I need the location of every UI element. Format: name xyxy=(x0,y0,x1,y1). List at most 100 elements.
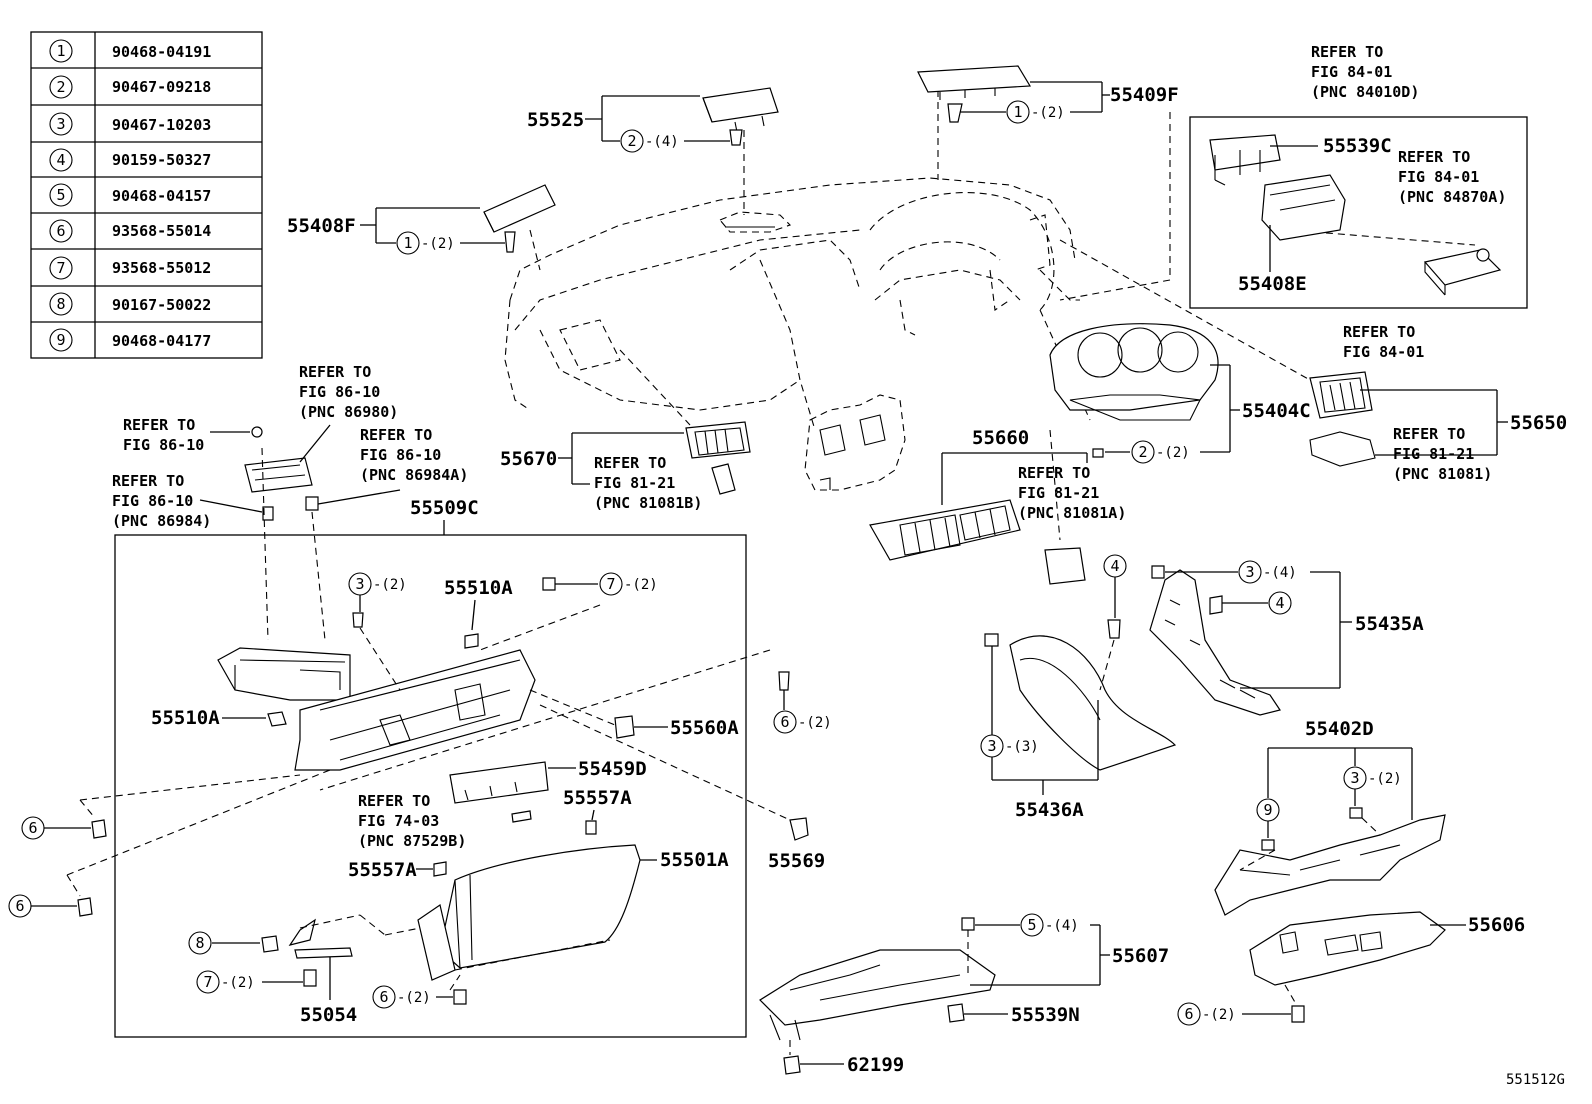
callout-number: 4 xyxy=(1275,594,1284,612)
table-part-number: 90467-10203 xyxy=(112,116,211,134)
refer-84010D: REFER TO FIG 84-01 (PNC 84010D) xyxy=(1189,43,1528,309)
leader-lines-dashed xyxy=(529,90,1476,541)
refer-line: REFER TO xyxy=(299,363,371,381)
refer-86984: REFER TO FIG 86-10 (PNC 86984) xyxy=(112,472,274,530)
refer-line: REFER TO xyxy=(594,454,666,472)
part-55435A: 3 -(4) 55435A 4 xyxy=(1149,560,1424,716)
table-part-number: 90468-04157 xyxy=(112,187,211,205)
table-part-number: 90468-04191 xyxy=(112,43,211,61)
part-55436A: 55436A 3 -(3) 4 xyxy=(980,554,1177,821)
label-55409F: 55409F xyxy=(1110,84,1179,106)
refer-line: REFER TO xyxy=(360,426,432,444)
callout-qty: -(4) xyxy=(1263,565,1297,581)
part-55404C: 55404C 2 -(2) xyxy=(1049,323,1311,464)
table-part-number: 90167-50022 xyxy=(112,296,211,314)
refer-line: FIG 74-03 xyxy=(358,812,439,830)
refer-line: FIG 84-01 xyxy=(1398,168,1479,186)
refer-line: (PNC 84010D) xyxy=(1311,83,1419,101)
label-55501A: 55501A xyxy=(660,849,729,871)
callout-number: 3 xyxy=(1245,563,1254,581)
refer-line: REFER TO xyxy=(1018,464,1090,482)
label-55402D: 55402D xyxy=(1305,718,1374,740)
refer-line: FIG 86-10 xyxy=(299,383,380,401)
table-part-number: 93568-55012 xyxy=(112,259,211,277)
label-55054: 55054 xyxy=(300,1004,357,1026)
refer-line: (PNC 81081A) xyxy=(1018,504,1126,522)
label-55560A: 55560A xyxy=(670,717,739,739)
refer-line: (PNC 86984A) xyxy=(360,466,468,484)
callout-qty: -(2) xyxy=(397,990,431,1006)
table-callout-number: 9 xyxy=(56,331,65,349)
label-55606: 55606 xyxy=(1468,914,1525,936)
callout-number: 7 xyxy=(203,973,212,991)
refer-line: (PNC 86984) xyxy=(112,512,211,530)
callout-number: 6 xyxy=(1184,1005,1193,1023)
label-55408E: 55408E xyxy=(1238,273,1307,295)
table-row: 6 93568-55014 xyxy=(49,219,211,243)
callout-qty: -(2) xyxy=(221,975,255,991)
refer-86984A: REFER TO FIG 86-10 (PNC 86984A) xyxy=(305,426,468,511)
label-55510A-top: 55510A xyxy=(444,577,513,599)
refer-8610: REFER TO FIG 86-10 xyxy=(123,416,263,454)
callout-number: 6 xyxy=(379,988,388,1006)
table-callout-number: 6 xyxy=(56,222,65,240)
label-55660: 55660 xyxy=(972,427,1029,449)
label-55557A-right: 55557A xyxy=(563,787,632,809)
callout-number: 1 xyxy=(1013,103,1022,121)
refer-line: (PNC 81081B) xyxy=(594,494,702,512)
part-55525: 55525 2 -(4) xyxy=(527,87,779,153)
part-55539C: 55539C xyxy=(1209,134,1392,186)
refer-line: FIG 81-21 xyxy=(1393,445,1474,463)
refer-86980: REFER TO FIG 86-10 (PNC 86980) xyxy=(244,363,398,493)
callout-qty: -(2) xyxy=(1156,445,1190,461)
label-55569: 55569 xyxy=(768,850,825,872)
label-55509C: 55509C xyxy=(410,497,479,519)
label-55459D: 55459D xyxy=(578,758,647,780)
label-55539N: 55539N xyxy=(1011,1004,1080,1026)
refer-84870A: REFER TO FIG 84-01 (PNC 84870A) xyxy=(1398,148,1506,296)
refer-line: FIG 81-21 xyxy=(594,474,675,492)
label-55607: 55607 xyxy=(1112,945,1169,967)
label-55539C: 55539C xyxy=(1323,135,1392,157)
table-row: 5 90468-04157 xyxy=(49,183,211,207)
table-callout-number: 8 xyxy=(56,295,65,313)
callout-number: 3 xyxy=(987,737,996,755)
callout-qty: -(2) xyxy=(624,577,658,593)
table-callout-number: 1 xyxy=(56,42,65,60)
table-callout-number: 5 xyxy=(56,186,65,204)
callout-qty: -(4) xyxy=(645,134,679,150)
refer-line: FIG 84-01 xyxy=(1311,63,1392,81)
refer-line: FIG 86-10 xyxy=(360,446,441,464)
label-62199: 62199 xyxy=(847,1054,904,1076)
refer-line: REFER TO xyxy=(1398,148,1470,166)
refer-line: REFER TO xyxy=(123,416,195,434)
part-55409F: 55409F 1 -(2) xyxy=(917,65,1179,124)
part-55408E: 55408E xyxy=(1238,174,1346,295)
callout-qty: -(2) xyxy=(1031,105,1065,121)
part-55660: 55660 REFER TO FIG 81-21 (PNC 81081A) xyxy=(869,427,1126,585)
label-55404C: 55404C xyxy=(1242,400,1311,422)
callout-number: 6 xyxy=(780,713,789,731)
refer-line: (PNC 84870A) xyxy=(1398,188,1506,206)
callout-number: 3 xyxy=(1350,769,1359,787)
table-part-number: 93568-55014 xyxy=(112,222,211,240)
table-callout-number: 3 xyxy=(56,115,65,133)
table-row: 1 90468-04191 xyxy=(49,39,211,63)
table-callout-number: 4 xyxy=(56,151,65,169)
part-55650: 55650 REFER TO FIG 81-21 (PNC 81081) xyxy=(1309,371,1567,483)
callout-number: 7 xyxy=(606,575,615,593)
callout-qty: -(2) xyxy=(421,236,455,252)
table-part-number: 90467-09218 xyxy=(112,78,211,96)
figure-id: 551512G xyxy=(1506,1072,1565,1088)
part-55606: 55606 6 -(2) xyxy=(1177,911,1525,1026)
refer-line: REFER TO xyxy=(1343,323,1415,341)
refer-line: (PNC 86980) xyxy=(299,403,398,421)
label-55525: 55525 xyxy=(527,109,584,131)
callout-number: 5 xyxy=(1027,916,1036,934)
refer-line: (PNC 81081) xyxy=(1393,465,1492,483)
callout-qty: -(2) xyxy=(1368,771,1402,787)
callout-number: 2 xyxy=(1138,443,1147,461)
callout-qty: -(2) xyxy=(1202,1007,1236,1023)
